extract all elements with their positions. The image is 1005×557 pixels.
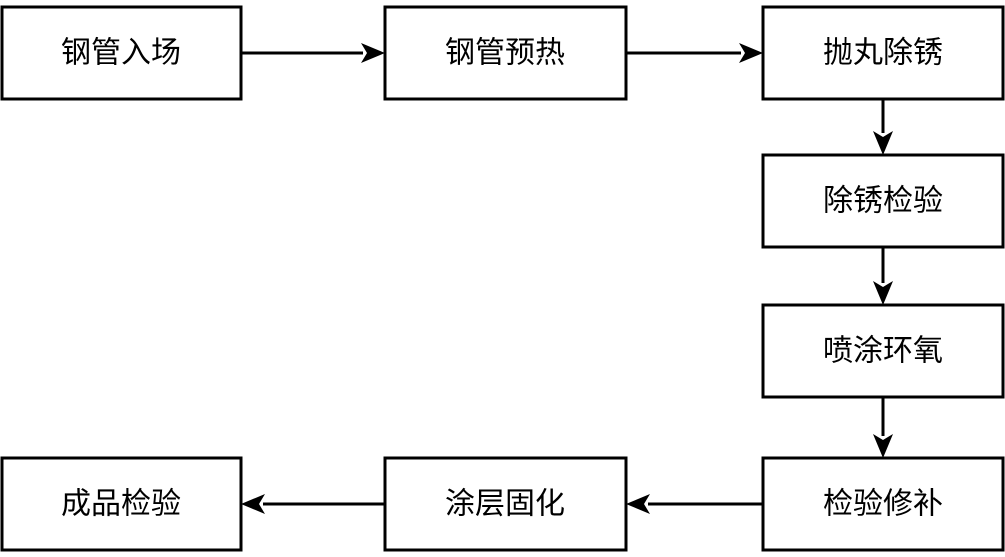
node-spray-epoxy: 喷涂环氧	[761, 303, 1005, 399]
node-derust-inspection-box	[761, 153, 1005, 249]
node-shot-blast-derust-label: 抛丸除锈	[823, 36, 943, 71]
node-spray-epoxy-label: 喷涂环氧	[823, 334, 943, 369]
edges-layer	[241, 43, 893, 514]
arrowhead	[361, 43, 385, 63]
node-pipe-entry: 钢管入场	[0, 5, 243, 101]
edge-arrow	[241, 494, 385, 514]
node-pipe-preheat: 钢管预热	[383, 5, 628, 101]
edge-arrow	[873, 397, 893, 458]
arrowhead	[626, 494, 650, 514]
node-derust-inspection-label: 除锈检验	[823, 184, 943, 219]
edge-arrow	[626, 43, 763, 63]
arrowhead	[739, 43, 763, 63]
node-derust-inspection: 除锈检验	[761, 153, 1005, 249]
arrowhead	[873, 131, 893, 155]
node-final-inspection: 成品检验	[0, 456, 243, 552]
node-pipe-preheat-label: 钢管预热	[445, 36, 565, 71]
arrowhead	[873, 434, 893, 458]
edge-arrow	[241, 43, 385, 63]
node-final-inspection-box	[0, 456, 243, 552]
node-pipe-entry-box	[0, 5, 243, 101]
node-coating-cure-label: 涂层固化	[445, 487, 565, 522]
edge-arrow	[873, 247, 893, 305]
node-shot-blast-derust-box	[761, 5, 1005, 101]
edge-arrow	[873, 99, 893, 155]
node-coating-cure: 涂层固化	[383, 456, 628, 552]
node-inspect-repair-box	[761, 456, 1005, 552]
node-spray-epoxy-box	[761, 303, 1005, 399]
node-pipe-preheat-box	[383, 5, 628, 101]
node-pipe-entry-label: 钢管入场	[61, 36, 181, 71]
edge-arrow	[626, 494, 763, 514]
node-inspect-repair-label: 检验修补	[823, 487, 943, 522]
arrowhead	[241, 494, 265, 514]
node-shot-blast-derust: 抛丸除锈	[761, 5, 1005, 101]
node-final-inspection-label: 成品检验	[61, 487, 181, 522]
arrowhead	[873, 281, 893, 305]
node-inspect-repair: 检验修补	[761, 456, 1005, 552]
node-coating-cure-box	[383, 456, 628, 552]
